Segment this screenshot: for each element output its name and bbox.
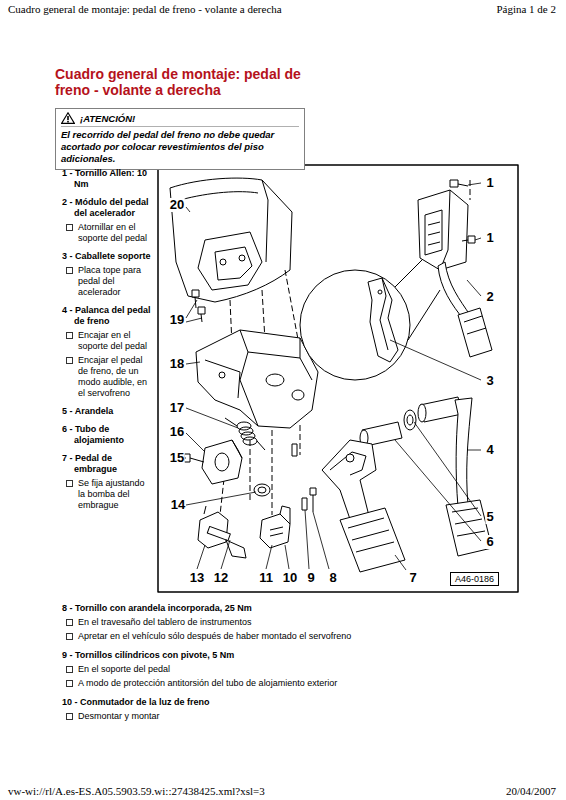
- washer-14: [254, 484, 270, 496]
- holder-16: [202, 440, 242, 484]
- screw-8: [310, 488, 316, 512]
- instruction: En el soporte del pedal: [78, 664, 170, 674]
- part-entry: 2 - Módulo del pedal del acelerador: [62, 197, 149, 218]
- bullet-marker: [66, 633, 73, 640]
- callout-number: 14: [170, 498, 186, 512]
- washer-14-hole: [258, 487, 266, 493]
- part-entry: 5 - Arandela: [62, 406, 113, 416]
- part-entry: 7 - Pedal de embrague: [62, 453, 117, 474]
- detail-lens: [300, 250, 440, 380]
- callout-number: 20: [169, 198, 185, 212]
- callout-number: 19: [169, 313, 185, 327]
- bullet-marker: [66, 713, 73, 720]
- instruction: Encajar el pedal de freno, de un modo au…: [78, 355, 147, 398]
- clutch-pedal: [322, 440, 405, 572]
- warning-heading: ¡ATENCIÓN!: [80, 113, 135, 124]
- instruction: Se fija ajustando la bomba del embrague: [78, 478, 145, 510]
- part-entry: 8 - Tornillo con arandela incorporada, 2…: [62, 603, 252, 613]
- instruction: En el travesaño del tablero de instrumen…: [78, 617, 252, 627]
- callout-number: 18: [169, 357, 185, 371]
- bullet-marker: [66, 480, 73, 487]
- callout-number: 7: [408, 571, 417, 585]
- leader-lines: [184, 183, 481, 570]
- screws-1: [450, 180, 475, 243]
- page-footer-date: 20/04/2007: [506, 785, 556, 797]
- callout-number: 17: [169, 401, 185, 415]
- brake-light-switch: [260, 506, 290, 548]
- callout-number: 11: [258, 571, 274, 585]
- bullet-marker: [66, 332, 73, 339]
- callout-number: 12: [213, 571, 229, 585]
- bolts-19: [192, 290, 205, 322]
- callout-number: 1: [485, 176, 494, 190]
- page-footer-url: vw-wi://rl/A.es-ES.A05.5903.59.wi::27438…: [8, 785, 265, 797]
- bullet-marker: [66, 267, 73, 274]
- washer-5-hole: [407, 415, 413, 425]
- pins-9: [292, 444, 307, 510]
- parts-list: 1 - Tornillo Allen: 10 Nm 2 - Módulo del …: [62, 168, 152, 511]
- bullet-marker: [66, 619, 73, 626]
- callout-number: 3: [485, 374, 494, 388]
- part-entry: 9 - Tornillos cilíndricos con pivote, 5 …: [62, 650, 234, 660]
- instruction: Apretar en el vehículo sólo después de h…: [78, 631, 351, 641]
- bullet-marker: [66, 357, 73, 364]
- bullet-marker: [66, 680, 73, 687]
- callout-number: 2: [485, 290, 494, 304]
- figure-code: A46-0186: [455, 574, 494, 584]
- part-entry: 6 - Tubo de alojamiento: [62, 424, 124, 445]
- callout-number: 13: [189, 571, 205, 585]
- brake-pedal: [418, 397, 492, 556]
- figure-code-box: A46-0186: [450, 572, 499, 586]
- instruction: Atornillar en el soporte del pedal: [78, 222, 147, 243]
- part-entry: 3 - Caballete soporte: [62, 251, 151, 261]
- washer-5: [404, 410, 416, 430]
- bulkhead-panel: [170, 178, 292, 302]
- warning-icon: [61, 112, 75, 124]
- callout-number: 1: [485, 231, 494, 245]
- instruction: A modo de protección antitorsión del tub…: [78, 678, 337, 688]
- page-number: Página 1 de 2: [496, 3, 556, 15]
- part-entry: 1 - Tornillo Allen: 10 Nm: [62, 168, 147, 189]
- instruction: Placa tope para pedal del acelerador: [78, 265, 141, 297]
- part-entry: 10 - Conmutador de la luz de freno: [62, 697, 210, 707]
- callout-number: 16: [169, 425, 185, 439]
- clutch-switch: [198, 506, 246, 558]
- callout-number: 5: [485, 510, 494, 524]
- callout-number: 15: [169, 451, 185, 465]
- instruction: Desmontar y montar: [78, 711, 160, 721]
- callout-number: 6: [485, 535, 494, 549]
- callout-number: 9: [306, 571, 315, 585]
- parts-list: 8 - Tornillo con arandela incorporada, 2…: [62, 603, 532, 722]
- callout-number: 10: [282, 571, 298, 585]
- part-entry: 4 - Palanca del pedal de freno: [62, 305, 151, 326]
- callout-number: 8: [328, 571, 337, 585]
- instruction: Encajar en el soporte del pedal: [78, 330, 147, 351]
- warning-text: El recorrido del pedal del freno no debe…: [61, 129, 299, 165]
- bullet-marker: [66, 224, 73, 231]
- bearing-tube: [360, 422, 402, 446]
- warning-box: ¡ATENCIÓN! El recorrido del pedal del fre…: [55, 108, 305, 170]
- page-title: Cuadro general de montaje: pedal de fren…: [55, 66, 330, 98]
- bullet-marker: [66, 666, 73, 673]
- screw-15: [184, 454, 204, 462]
- pedal-bracket: [196, 330, 318, 428]
- page-header: Cuadro general de montaje: pedal de fren…: [8, 3, 282, 15]
- callout-number: 4: [485, 443, 494, 457]
- figure-frame: [158, 165, 518, 592]
- accelerator-module: [418, 190, 492, 357]
